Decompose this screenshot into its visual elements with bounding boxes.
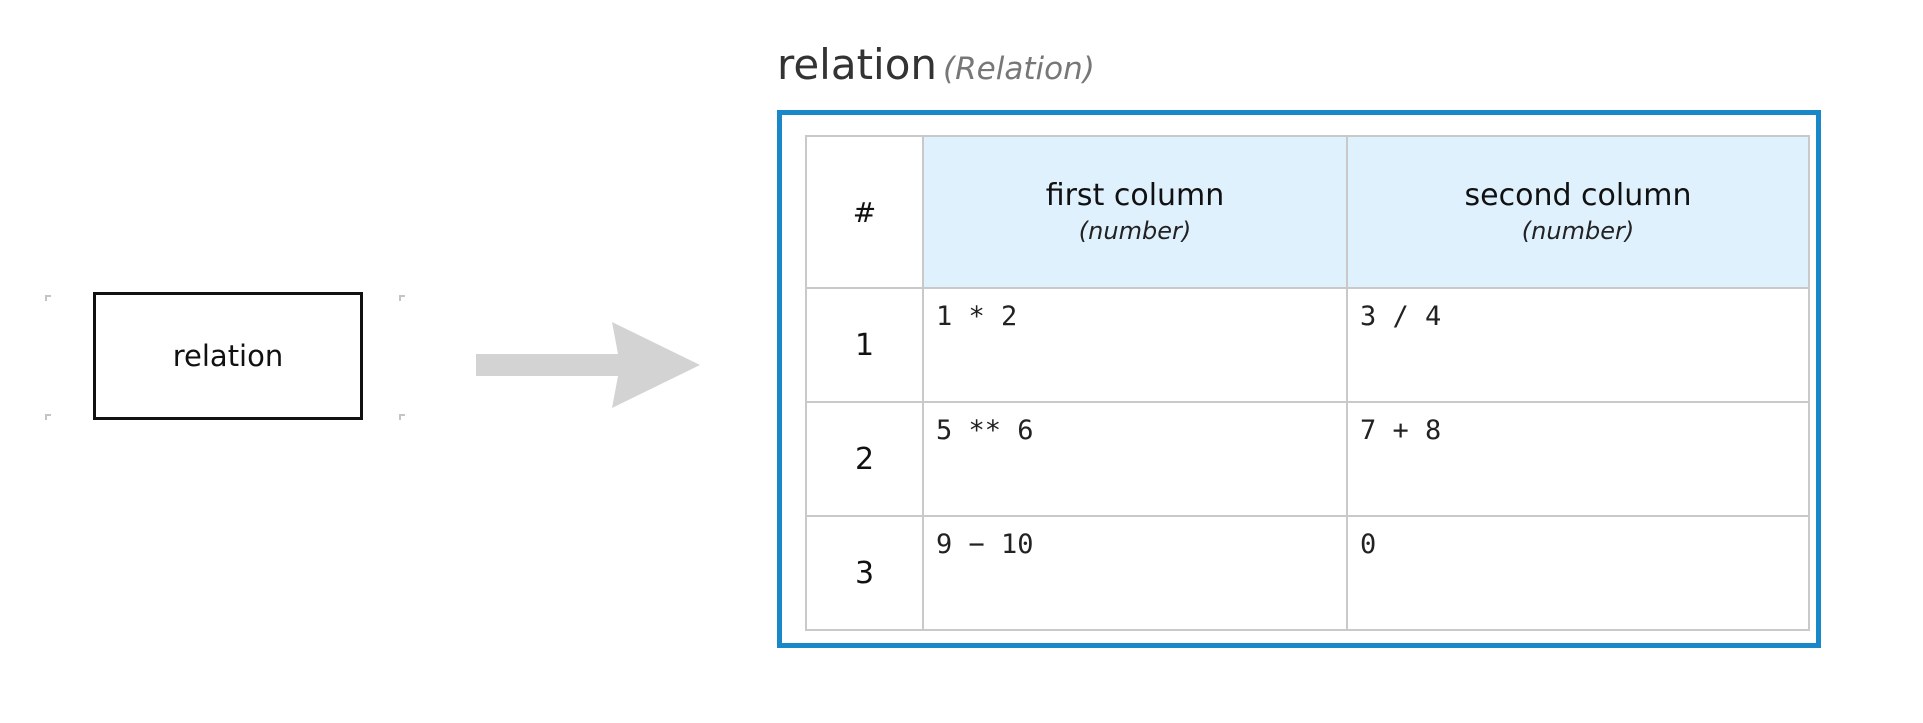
selection-handle-bottom-right[interactable]: [399, 414, 405, 420]
table-cell[interactable]: 0: [1346, 515, 1810, 631]
column-header-name: second column: [1464, 178, 1692, 213]
row-index: 2: [805, 401, 924, 517]
panel-title: relation(Relation): [777, 40, 1095, 89]
table-cell[interactable]: 3 / 4: [1346, 287, 1810, 403]
relation-table: # first column (number) second column (n…: [805, 135, 1810, 631]
relation-node-label: relation: [172, 339, 284, 373]
panel-title-name: relation: [777, 40, 938, 89]
table-cell[interactable]: 1 * 2: [922, 287, 1348, 403]
table-header-row: # first column (number) second column (n…: [805, 135, 1810, 289]
index-column-header: #: [805, 135, 924, 289]
row-index: 3: [805, 515, 924, 631]
relation-node[interactable]: relation: [93, 292, 363, 420]
table-row: 3 9 − 10 0: [805, 515, 1810, 631]
selection-handle-top-left[interactable]: [45, 295, 51, 301]
panel-title-type: (Relation): [943, 51, 1095, 87]
column-header-type: (number): [1521, 217, 1635, 245]
right-arrow-icon: [476, 322, 700, 408]
table-cell[interactable]: 7 + 8: [1346, 401, 1810, 517]
column-header-first[interactable]: first column (number): [922, 135, 1348, 289]
table-row: 2 5 ** 6 7 + 8: [805, 401, 1810, 517]
table-cell[interactable]: 5 ** 6: [922, 401, 1348, 517]
selection-handle-bottom-left[interactable]: [45, 414, 51, 420]
column-header-type: (number): [1078, 217, 1192, 245]
column-header-name: first column: [1045, 178, 1225, 213]
column-header-second[interactable]: second column (number): [1346, 135, 1810, 289]
table-row: 1 1 * 2 3 / 4: [805, 287, 1810, 403]
relation-panel: # first column (number) second column (n…: [777, 110, 1821, 648]
row-index: 1: [805, 287, 924, 403]
selection-handle-top-right[interactable]: [399, 295, 405, 301]
table-cell[interactable]: 9 − 10: [922, 515, 1348, 631]
